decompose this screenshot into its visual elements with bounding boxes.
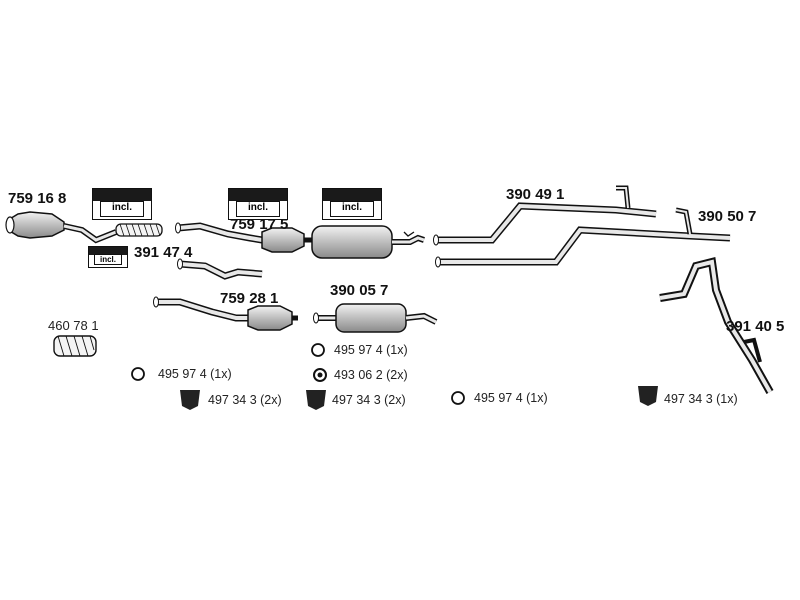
part-number-390491[interactable]: 390 49 1	[506, 186, 565, 203]
accessory-label[interactable]: 495 97 4 (1x)	[474, 391, 548, 405]
mounting-kit-box[interactable]: incl.	[92, 188, 152, 220]
clamp-icon[interactable]	[131, 343, 465, 405]
rubber-mount-icon[interactable]	[180, 386, 658, 410]
part-number-390507[interactable]: 390 50 7	[698, 208, 757, 225]
accessory-label[interactable]: 495 97 4 (1x)	[334, 343, 408, 357]
accessory-label[interactable]: 495 97 4 (1x)	[158, 367, 232, 381]
kit-parts-image	[323, 189, 381, 201]
flex-pipe-759168[interactable]	[115, 223, 163, 237]
part-number-759281[interactable]: 759 28 1	[220, 290, 279, 307]
kit-incl-label: incl.	[235, 201, 281, 217]
mounting-kit-box[interactable]: incl.	[228, 188, 288, 220]
part-number-390057[interactable]: 390 05 7	[330, 282, 389, 299]
kit-incl-label: incl.	[99, 201, 145, 217]
accessory-label[interactable]: 497 34 3 (2x)	[208, 393, 282, 407]
kit-parts-image	[229, 189, 287, 201]
part-number-391474[interactable]: 391 47 4	[134, 244, 193, 261]
part-number-391405[interactable]: 391 40 5	[726, 318, 785, 335]
tail-pipe-391405[interactable]	[659, 257, 774, 394]
pipe-390491[interactable]	[433, 185, 657, 246]
accessory-label[interactable]: 497 34 3 (2x)	[332, 393, 406, 407]
pipe-391474[interactable]	[177, 258, 263, 280]
accessory-label[interactable]: 497 34 3 (1x)	[664, 392, 738, 406]
center-muffler-390057[interactable]	[313, 303, 438, 333]
mounting-kit-box[interactable]: incl.	[88, 246, 128, 268]
pipe-catalyst-759281[interactable]	[153, 296, 299, 331]
center-muffler-top[interactable]	[311, 225, 425, 259]
accessory-label[interactable]: 493 06 2 (2x)	[334, 368, 408, 382]
part-number-759168[interactable]: 759 16 8	[8, 190, 67, 207]
gasket-icon[interactable]	[313, 368, 327, 382]
pipe-catalyst-759175[interactable]	[175, 222, 313, 253]
pipe-390507[interactable]	[435, 207, 731, 268]
mounting-kit-box[interactable]: incl.	[322, 188, 382, 220]
kit-parts-image	[89, 247, 127, 255]
kit-incl-label: incl.	[329, 201, 375, 217]
kit-parts-image	[93, 189, 151, 201]
kit-incl-label: incl.	[93, 254, 123, 266]
part-number-460781[interactable]: 460 78 1	[48, 318, 99, 333]
part-number-759175[interactable]: 759 17 5	[230, 216, 289, 233]
catalytic-converter-759168[interactable]	[5, 211, 118, 244]
flex-pipe-460781[interactable]	[53, 335, 97, 357]
